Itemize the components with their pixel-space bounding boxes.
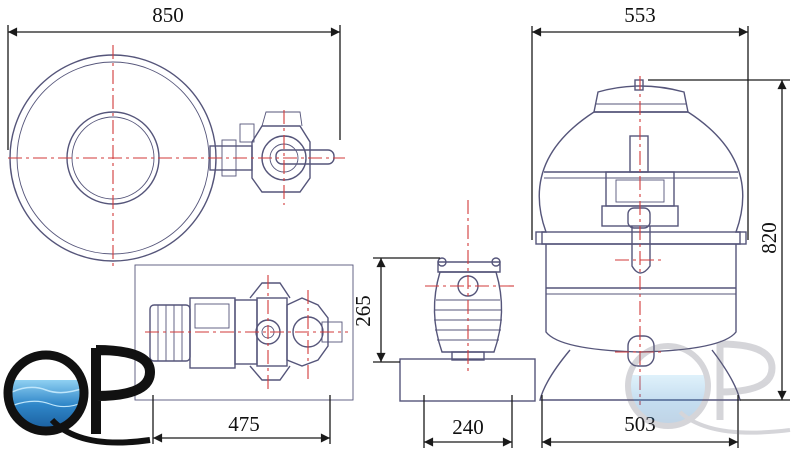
qp-logo: QP — [0, 0, 156, 446]
dimension-label-side-width: 553 — [624, 3, 656, 27]
dimension-base-width: 503 — [541, 395, 739, 448]
pump-side-view — [399, 200, 536, 402]
dimension-side-height: 820 — [648, 79, 790, 401]
logo-p-letter — [91, 345, 156, 434]
dimension-label-pump-height: 265 — [351, 295, 375, 327]
dimension-label-top-width: 850 — [152, 3, 184, 27]
watermark-text: QP — [0, 0, 2, 1]
dimension-pump-width: 475 — [152, 395, 331, 444]
top-view — [8, 45, 345, 268]
dimension-label-pump-width: 475 — [228, 412, 260, 436]
logo-q-ring — [3, 350, 89, 436]
pump-top-view — [134, 264, 354, 401]
dimension-top-width: 850 — [7, 3, 341, 150]
logo-text: QP — [0, 0, 2, 1]
dimension-side-width: 553 — [531, 3, 749, 240]
qp-watermark: QP — [0, 0, 791, 435]
dimension-label-side-height: 820 — [757, 222, 781, 254]
dimension-pump-height: 265 — [351, 257, 440, 363]
filter-side-view — [535, 76, 747, 405]
dimension-pump-base-width: 240 — [423, 395, 513, 448]
logo-q-tail — [49, 417, 151, 446]
dimension-label-pump-base-width: 240 — [452, 415, 484, 439]
